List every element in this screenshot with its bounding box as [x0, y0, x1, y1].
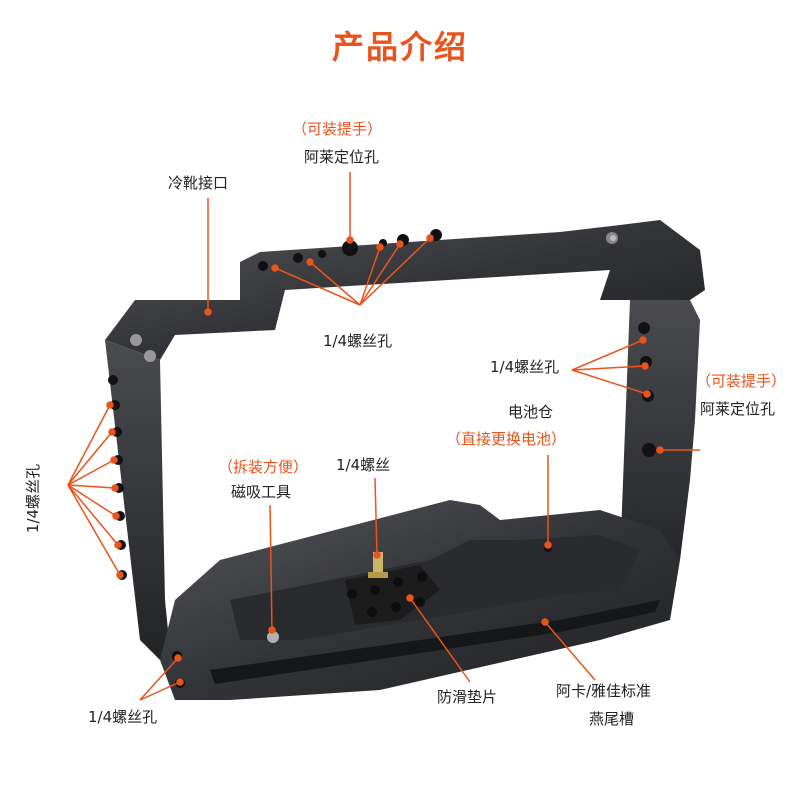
cage-left-upright	[105, 340, 170, 660]
cage-right-upright	[620, 300, 700, 590]
tool-note: （拆装方便）	[218, 458, 309, 476]
arca-label-line2: 燕尾槽	[589, 710, 635, 728]
arri-hole-right-label: 阿莱定位孔	[700, 400, 776, 418]
screw-hole-bottom-left-label: 1/4螺丝孔	[88, 708, 158, 726]
screw-hole-left-label: 1/4螺丝孔	[24, 463, 43, 534]
anti-slip-label: 防滑垫片	[437, 688, 498, 706]
handle-note-right: （可装提手）	[696, 372, 787, 390]
screw-hole-right-label: 1/4螺丝孔	[490, 358, 560, 376]
arri-hole-top-label: 阿莱定位孔	[304, 148, 380, 166]
cold-shoe-label: 冷靴接口	[168, 174, 229, 192]
screw-hole-top-label: 1/4螺丝孔	[323, 332, 393, 350]
magnet-tool-label: 磁吸工具	[231, 483, 292, 501]
handle-note-top: （可装提手）	[292, 120, 383, 138]
battery-label: 电池仓	[508, 403, 554, 421]
arca-label-line1: 阿卡/雅佳标准	[556, 682, 652, 700]
page-title: 产品介绍	[331, 28, 468, 66]
screw-bottom-label: 1/4螺丝	[336, 456, 391, 474]
dovetail-groove	[210, 600, 660, 684]
battery-note: （直接更换电池）	[446, 430, 567, 448]
cage-top-rail	[105, 220, 705, 360]
